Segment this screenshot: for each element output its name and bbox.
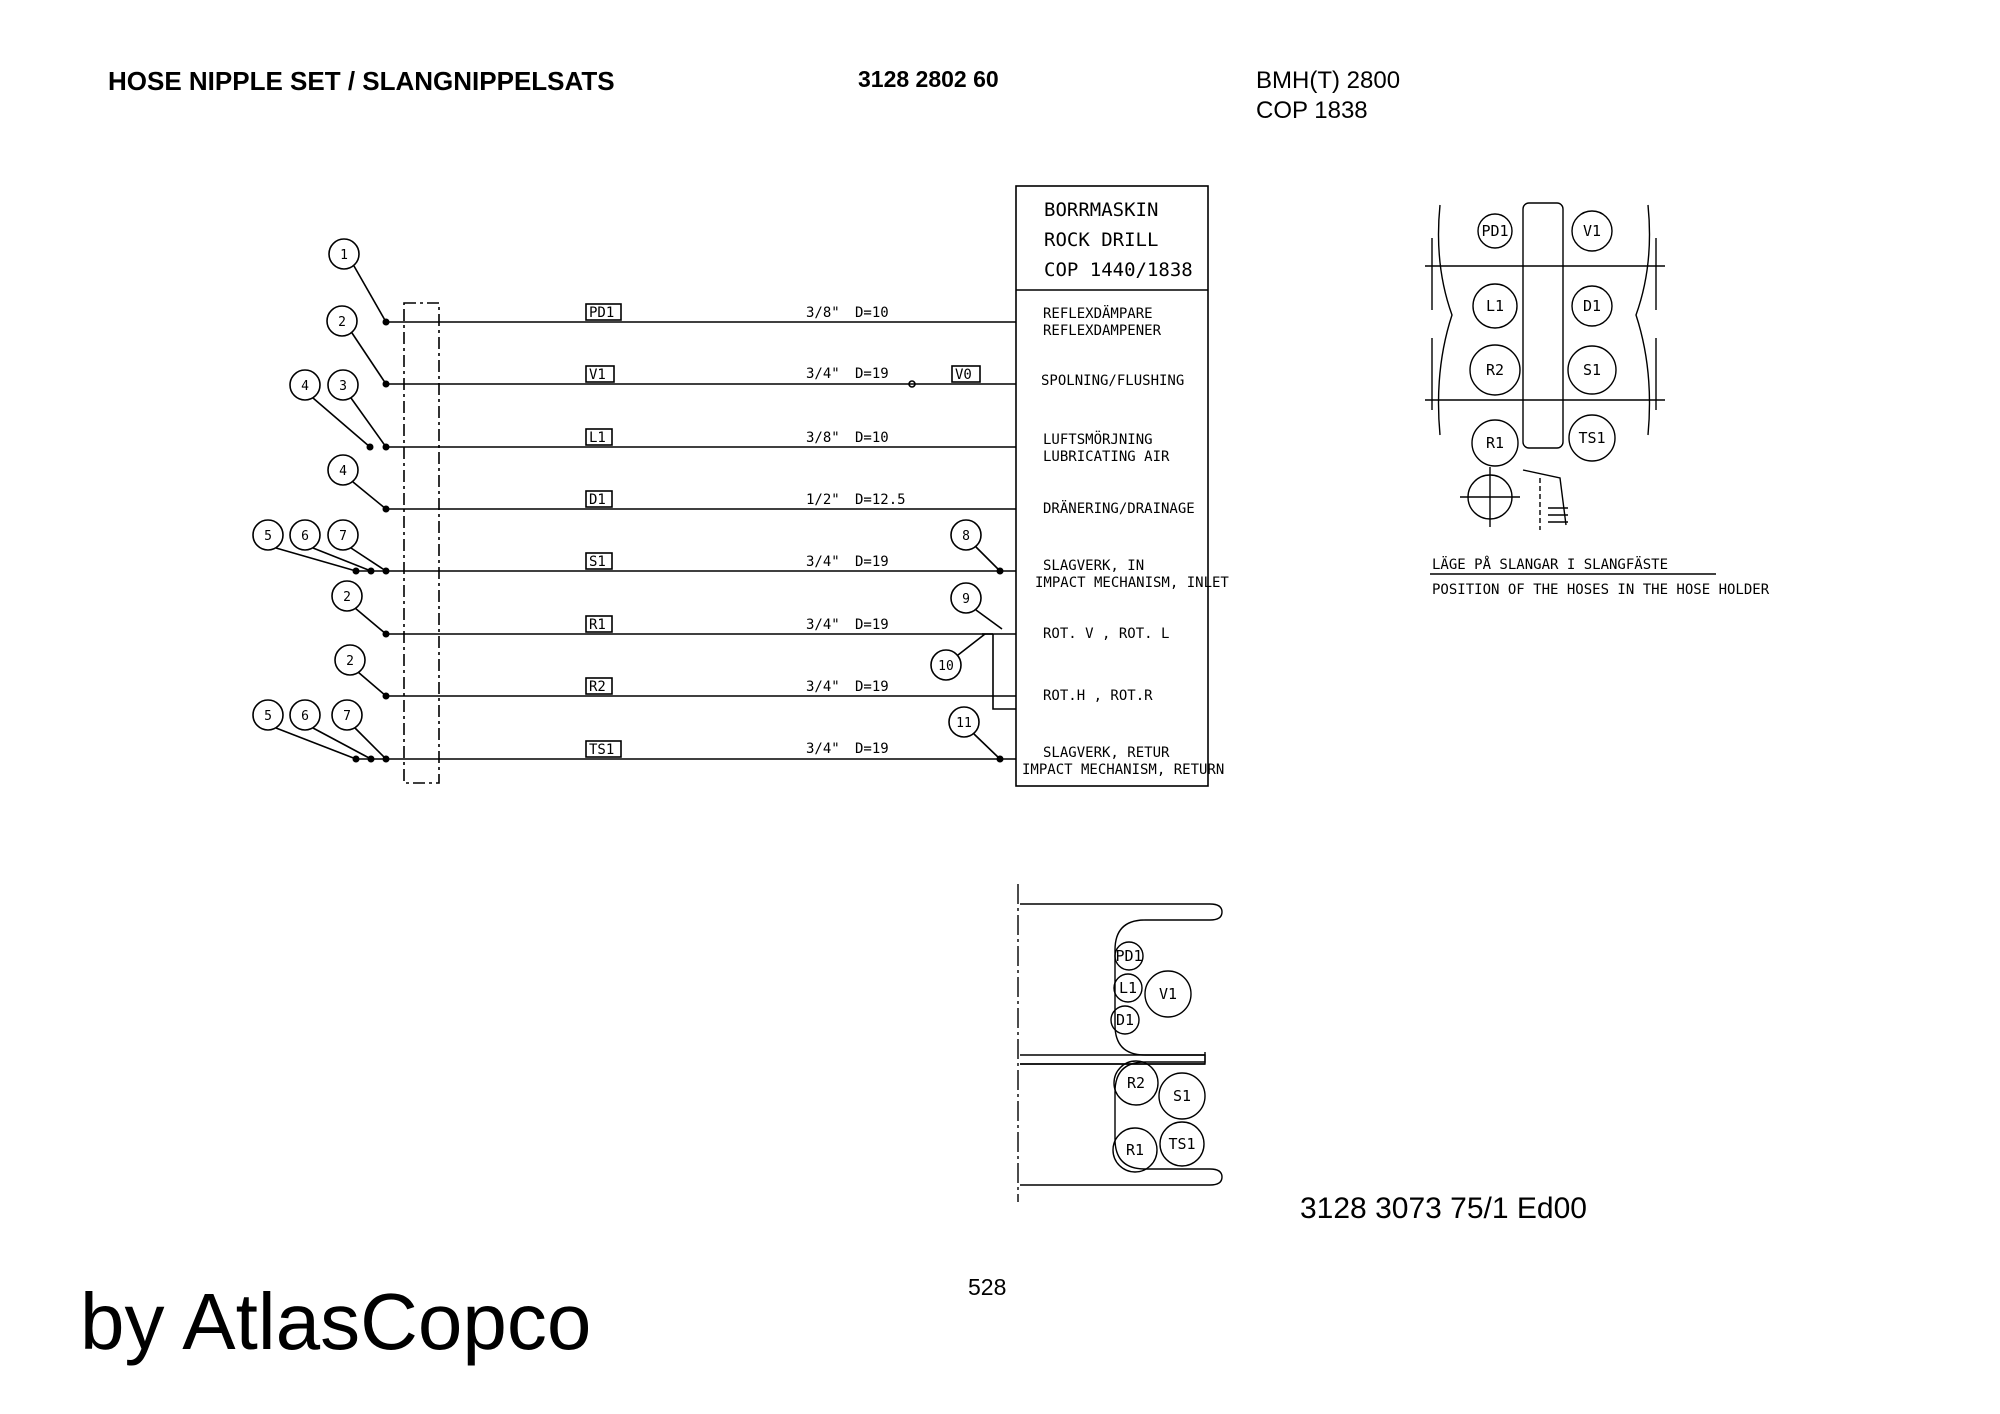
item-number: 9 — [962, 592, 970, 607]
desc-s1-1: SLAGVERK, IN — [1043, 558, 1144, 574]
desc-s1-2: IMPACT MECHANISM, INLET — [1035, 575, 1229, 591]
item-number: 8 — [962, 529, 970, 544]
clamp-label: TS1 — [1168, 1135, 1195, 1153]
desc-r2: ROT.H , ROT.R — [1043, 688, 1153, 704]
item-number: 1 — [340, 248, 348, 263]
size-r2: 3/4" — [806, 679, 840, 695]
item-number: 4 — [339, 464, 347, 479]
desc-v1: SPOLNING/FLUSHING — [1041, 373, 1184, 389]
size-r1: 3/4" — [806, 617, 840, 633]
hose-clamp-view — [1017, 884, 1223, 1202]
part-number: 3128 2802 60 — [858, 66, 999, 92]
diam-pd1: D=10 — [855, 305, 889, 321]
size-s1: 3/4" — [806, 554, 840, 570]
clamp-label: V1 — [1159, 985, 1177, 1003]
item-number: 5 — [264, 709, 272, 724]
desc-pd1-1: REFLEXDÄMPARE — [1043, 304, 1153, 322]
brand-text: by AtlasCopco — [80, 1277, 592, 1366]
tag-ts1: TS1 — [589, 742, 614, 758]
item-number: 6 — [301, 709, 309, 724]
holder-label: PD1 — [1481, 222, 1508, 240]
holder-label: R1 — [1486, 434, 1504, 452]
clamp-label: D1 — [1116, 1011, 1134, 1029]
clamp-label: L1 — [1119, 979, 1137, 997]
tag-r1: R1 — [589, 617, 606, 633]
diam-d1: D=12.5 — [855, 492, 906, 508]
diam-s1: D=19 — [855, 554, 889, 570]
hose-holder-view — [1425, 202, 1716, 575]
item-number: 4 — [301, 379, 309, 394]
size-v1: 3/4" — [806, 366, 840, 382]
box-line-2: ROCK DRILL — [1044, 229, 1158, 251]
model-line-1: BMH(T) 2800 — [1256, 67, 1401, 94]
tag-v0: V0 — [955, 367, 972, 383]
size-l1: 3/8" — [806, 430, 840, 446]
tag-pd1: PD1 — [589, 305, 614, 321]
item-number: 7 — [343, 709, 351, 724]
holder-label: L1 — [1486, 297, 1504, 315]
desc-r1: ROT. V , ROT. L — [1043, 626, 1169, 642]
item-number: 5 — [264, 529, 272, 544]
size-ts1: 3/4" — [806, 741, 840, 757]
holder-label: V1 — [1583, 222, 1601, 240]
desc-l1-2: LUBRICATING AIR — [1043, 449, 1170, 465]
clamp-label: PD1 — [1115, 947, 1142, 965]
diam-r2: D=19 — [855, 679, 889, 695]
item-number: 3 — [339, 379, 347, 394]
diam-v1: D=19 — [855, 366, 889, 382]
nipple-bracket — [403, 302, 440, 784]
holder-label: D1 — [1583, 297, 1601, 315]
tag-s1: S1 — [589, 554, 606, 570]
desc-ts1-1: SLAGVERK, RETUR — [1043, 745, 1170, 761]
holder-caption-swedish: LÄGE PÅ SLANGAR I SLANGFÄSTE — [1432, 555, 1668, 573]
page-number: 528 — [968, 1274, 1007, 1300]
holder-label: TS1 — [1578, 429, 1605, 447]
tag-d1: D1 — [589, 492, 606, 508]
item-number: 2 — [343, 590, 351, 605]
item-number: 10 — [938, 659, 954, 674]
tag-v1: V1 — [589, 367, 606, 383]
desc-pd1-2: REFLEXDAMPENER — [1043, 323, 1162, 339]
box-line-3: COP 1440/1838 — [1044, 259, 1193, 281]
document-number: 3128 3073 75/1 Ed00 — [1300, 1192, 1587, 1225]
item-number: 11 — [956, 716, 972, 731]
diam-r1: D=19 — [855, 617, 889, 633]
clamp-label: S1 — [1173, 1087, 1191, 1105]
clamp-label: R1 — [1126, 1141, 1144, 1159]
desc-l1-1: LUFTSMÖRJNING — [1043, 430, 1153, 448]
tag-r2: R2 — [589, 679, 606, 695]
item-number: 7 — [339, 529, 347, 544]
desc-d1: DRÄNERING/DRAINAGE — [1043, 499, 1195, 517]
diam-l1: D=10 — [855, 430, 889, 446]
desc-ts1-2: IMPACT MECHANISM, RETURN — [1022, 762, 1224, 778]
holder-caption-english: POSITION OF THE HOSES IN THE HOSE HOLDER — [1432, 582, 1770, 598]
diam-ts1: D=19 — [855, 741, 889, 757]
clamp-label: R2 — [1127, 1074, 1145, 1092]
model-info: BMH(T) 2800 COP 1838 — [1256, 66, 1400, 126]
tag-l1: L1 — [589, 430, 606, 446]
model-line-2: COP 1838 — [1256, 97, 1368, 124]
item-number: 2 — [346, 654, 354, 669]
size-pd1: 3/8" — [806, 305, 840, 321]
item-number: 6 — [301, 529, 309, 544]
page-title: HOSE NIPPLE SET / SLANGNIPPELSATS — [108, 66, 615, 96]
box-line-1: BORRMASKIN — [1044, 199, 1158, 221]
item-number: 2 — [338, 315, 346, 330]
rock-drill-box — [1015, 185, 1209, 787]
holder-label: S1 — [1583, 361, 1601, 379]
holder-label: R2 — [1486, 361, 1504, 379]
size-d1: 1/2" — [806, 492, 840, 508]
